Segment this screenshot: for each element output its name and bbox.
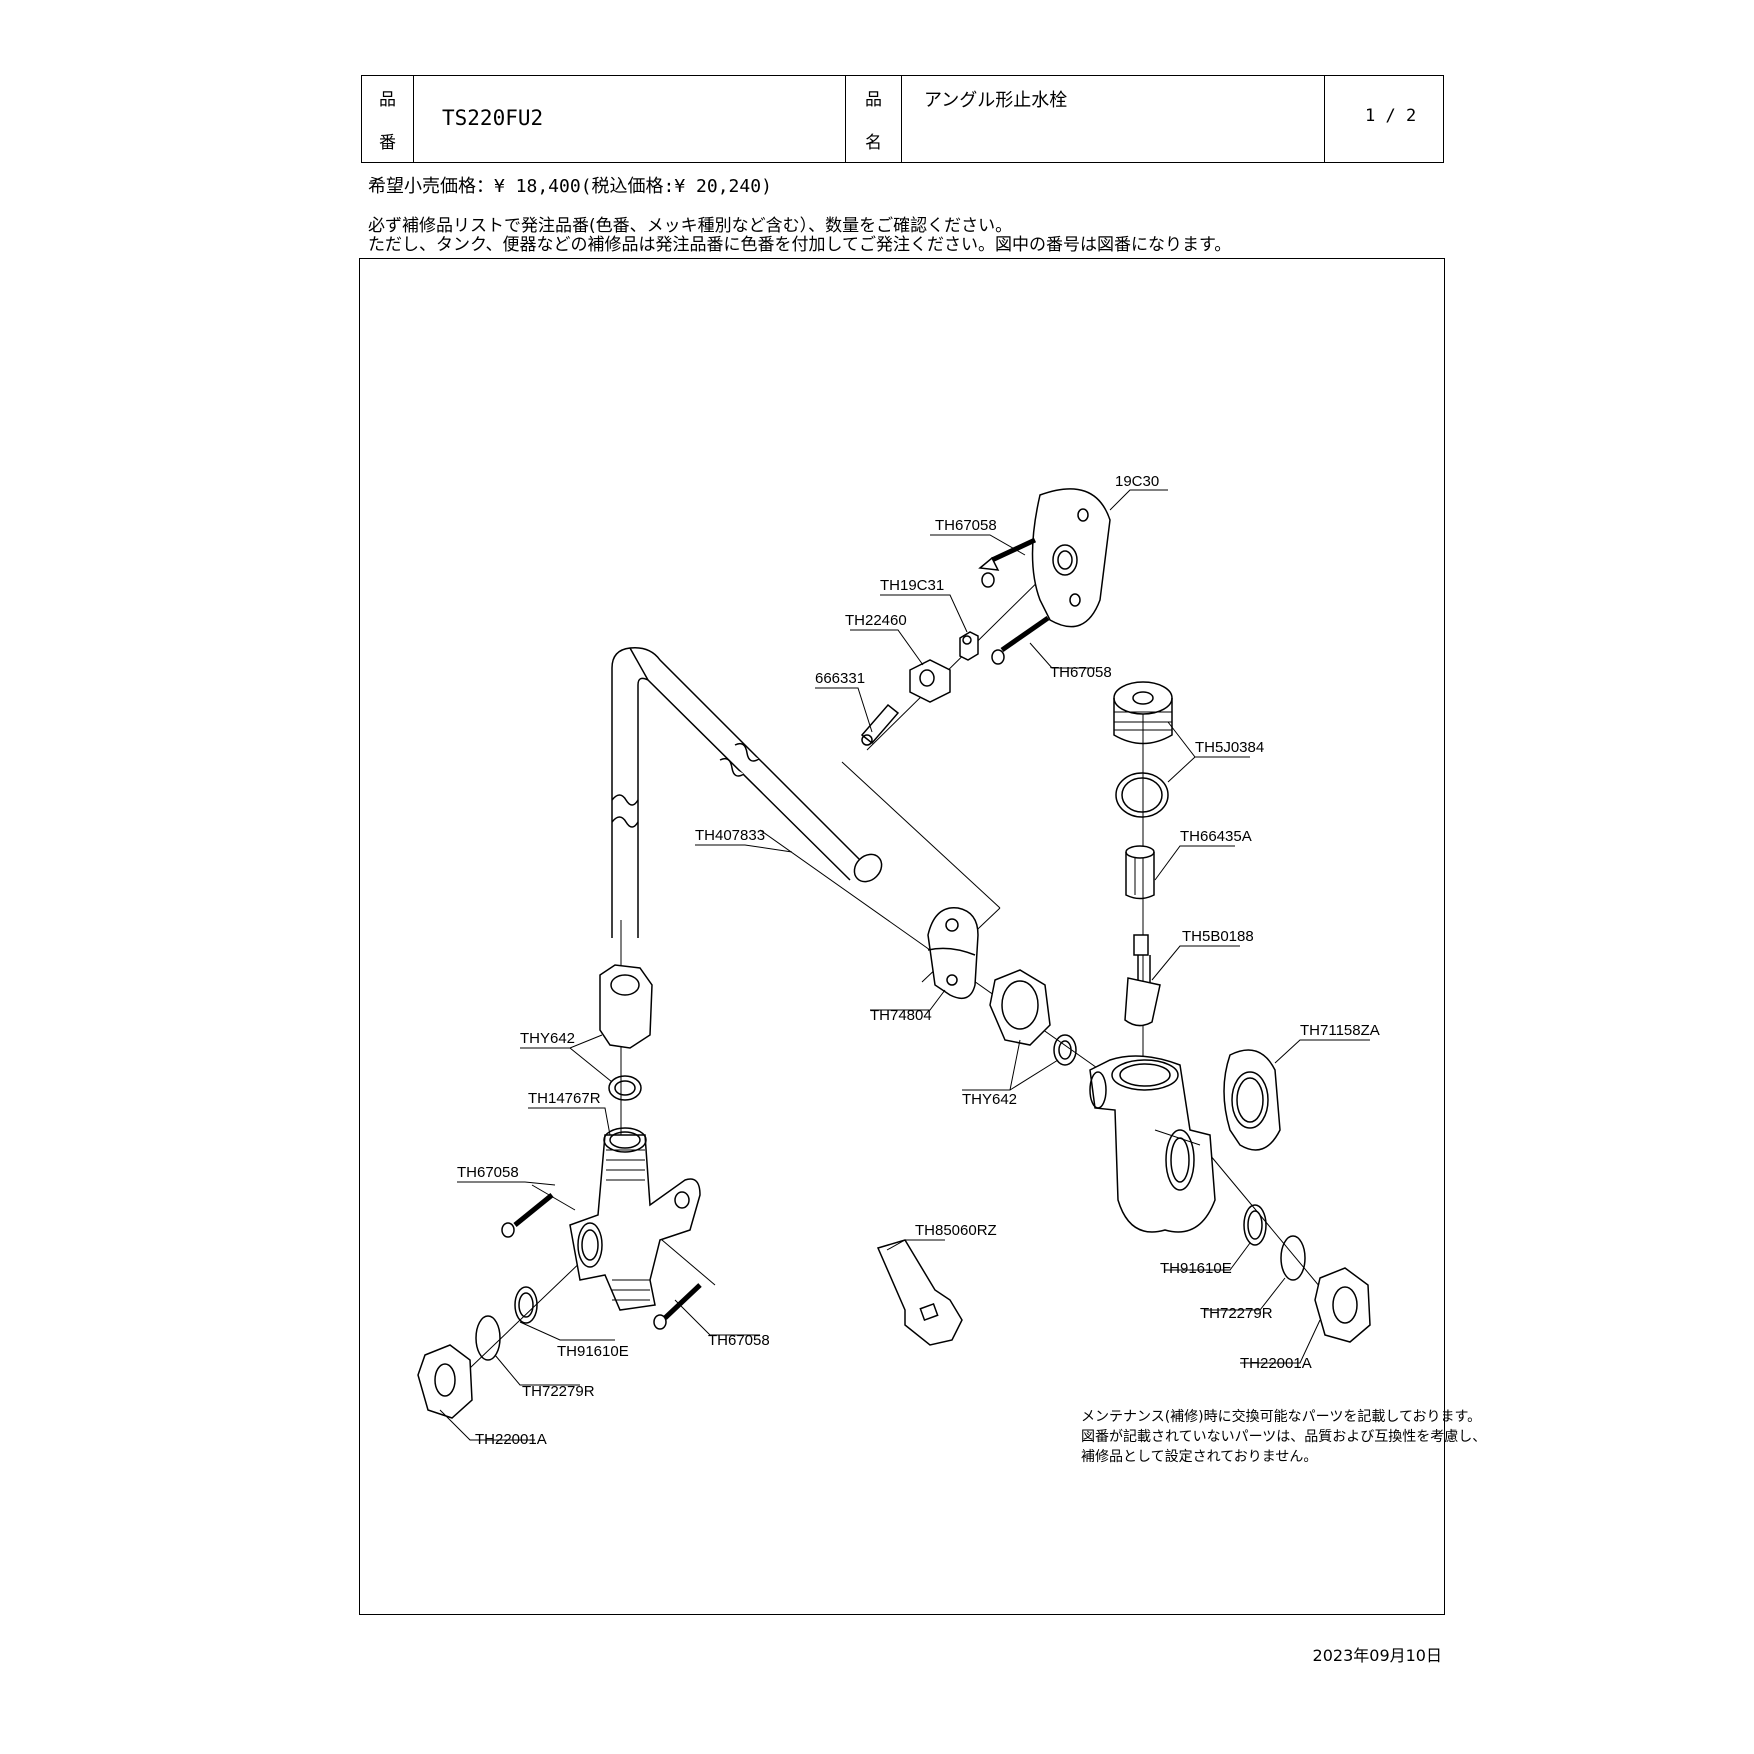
label-th91610e-left: TH91610E <box>557 1343 629 1360</box>
nut-th22001a-right <box>1314 1267 1371 1343</box>
note-line-1: 必ず補修品リストで発注品番(色番、メッキ種別など含む）、数量をご確認ください。 <box>368 216 1013 236</box>
document-date: 2023年09月10日 <box>1312 1646 1442 1665</box>
maintenance-note: メンテナンス(補修)時に交換可能なパーツを記載しております。 図番が記載されてい… <box>1081 1407 1486 1467</box>
label-666331: 666331 <box>815 670 865 687</box>
wall-flange-19c30 <box>1031 488 1111 628</box>
label-th407833: TH407833 <box>695 827 765 844</box>
o-ring-th5j0384 <box>1115 772 1169 818</box>
label-th5b0188: TH5B0188 <box>1182 928 1254 945</box>
washer-th91610e-right <box>1243 1204 1267 1246</box>
gasket-th72279r-left <box>475 1315 501 1361</box>
screw-left-lower <box>653 1283 702 1330</box>
part-label-group: 19C30 TH67058 TH19C31 TH22460 TH67058 66… <box>457 473 1380 1448</box>
sleeve-666331 <box>860 703 900 746</box>
ring-thy642-right <box>1053 1034 1077 1066</box>
gasket-th72279r-right <box>1280 1235 1306 1281</box>
sleeve-th66435a <box>1125 845 1155 900</box>
product-name-label: 品 名 <box>846 76 902 162</box>
label-th22001a-left: TH22001A <box>475 1431 547 1448</box>
product-name-label-1: 品 <box>865 90 882 110</box>
pipe-th407833 <box>611 647 883 938</box>
part-no-label: 品 番 <box>362 76 414 162</box>
nut-th22001a-left <box>417 1344 473 1419</box>
valve-cap-th5j0384 <box>1113 681 1173 745</box>
page-number: 1 / 2 <box>1365 106 1417 126</box>
label-th14767r: TH14767R <box>528 1090 601 1107</box>
screw-upper-2 <box>991 615 1050 665</box>
label-thy642-right: THY642 <box>962 1091 1017 1108</box>
part-no-label-2: 番 <box>379 133 396 153</box>
screw-left-upper <box>501 1193 554 1238</box>
label-th71158za: TH71158ZA <box>1300 1022 1380 1039</box>
price-line: 希望小売価格：¥ 18,400(税込価格:¥ 20,240) <box>368 176 772 197</box>
product-name: アングル形止水栓 <box>924 90 1068 111</box>
label-th85060rz: TH85060RZ <box>915 1222 997 1239</box>
label-th19c31: TH19C31 <box>880 577 944 594</box>
pipe-clamp-th74804 <box>927 907 979 1000</box>
washer-th91610e-left <box>514 1286 538 1324</box>
maintenance-note-line-2: 図番が記載されていないパーツは、品質および互換性を考慮し、 <box>1081 1429 1487 1445</box>
page-cell: 1 / 2 <box>1325 76 1443 162</box>
product-name-label-2: 名 <box>865 133 882 153</box>
maintenance-note-line-1: メンテナンス(補修)時に交換可能なパーツを記載しております。 <box>1081 1409 1482 1425</box>
maintenance-note-line-3: 補修品として設定されておりません。 <box>1081 1449 1318 1465</box>
label-th74804: TH74804 <box>870 1007 932 1024</box>
wall-escutcheon-th71158za <box>1223 1049 1281 1151</box>
label-th66435a: TH66435A <box>1180 828 1252 845</box>
spindle-th5b0188 <box>1124 934 1161 1027</box>
label-th67058-upper-1: TH67058 <box>935 517 997 534</box>
cap-nut-thy642-left <box>599 964 653 1049</box>
label-th22460: TH22460 <box>845 612 907 629</box>
left-valve-body <box>569 1127 701 1311</box>
label-th72279r-left: TH72279R <box>522 1383 595 1400</box>
label-thy642-left: THY642 <box>520 1030 575 1047</box>
product-name-cell: アングル形止水栓 <box>902 76 1325 162</box>
label-th67058-left-lower: TH67058 <box>708 1332 770 1349</box>
part-number: TS220FU2 <box>442 106 544 130</box>
label-th67058-left-upper: TH67058 <box>457 1164 519 1181</box>
part-no-label-1: 品 <box>379 90 396 110</box>
small-nut-th19c31 <box>959 631 979 661</box>
label-th91610e-right: TH91610E <box>1160 1260 1232 1277</box>
right-valve-body <box>1089 1055 1216 1233</box>
header-table: 品 番 TS220FU2 品 名 アングル形止水栓 1 / 2 <box>361 75 1444 163</box>
nut-th22460 <box>909 659 951 703</box>
label-th5j0384: TH5J0384 <box>1195 739 1264 756</box>
handle-key-th85060rz <box>876 1239 963 1346</box>
label-19c30: 19C30 <box>1115 473 1159 490</box>
diagram-frame <box>359 258 1445 1615</box>
note-line-2: ただし、タンク、便器などの補修品は発注品番に色番を付加してご発注ください。図中の… <box>368 235 1232 255</box>
cap-nut-thy642-right <box>989 969 1051 1046</box>
label-th22001a-right: TH22001A <box>1240 1355 1312 1372</box>
part-no-cell: TS220FU2 <box>414 76 846 162</box>
label-th72279r-right: TH72279R <box>1200 1305 1273 1322</box>
label-th67058-upper-2: TH67058 <box>1050 664 1112 681</box>
screw-upper-1 <box>978 537 1037 588</box>
ring-thy642-left <box>608 1075 642 1101</box>
leader-lines <box>439 489 1370 1441</box>
